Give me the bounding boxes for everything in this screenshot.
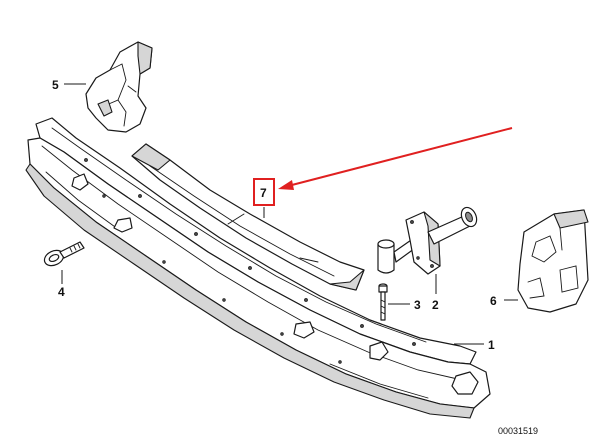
callout-7: 7 xyxy=(260,186,267,200)
diagram-number: 00031519 xyxy=(498,426,538,436)
part-2-impact-mount xyxy=(377,206,478,275)
callout-5: 5 xyxy=(52,78,59,92)
part-6-foam-block xyxy=(517,209,589,313)
highlight-arrow xyxy=(278,127,513,190)
callout-2: 2 xyxy=(432,298,439,312)
highlight-box xyxy=(253,178,275,206)
part-1-bumper-carrier xyxy=(25,117,491,419)
part-3-bolt xyxy=(378,283,388,321)
callout-1: 1 xyxy=(488,338,495,352)
callout-3: 3 xyxy=(414,298,421,312)
part-5-bracket xyxy=(85,41,153,133)
part-7-absorber xyxy=(131,143,365,291)
callout-4: 4 xyxy=(58,285,65,299)
callout-6: 6 xyxy=(490,294,497,308)
part-4-tow-eye xyxy=(43,241,85,267)
leader-lines xyxy=(61,83,518,345)
